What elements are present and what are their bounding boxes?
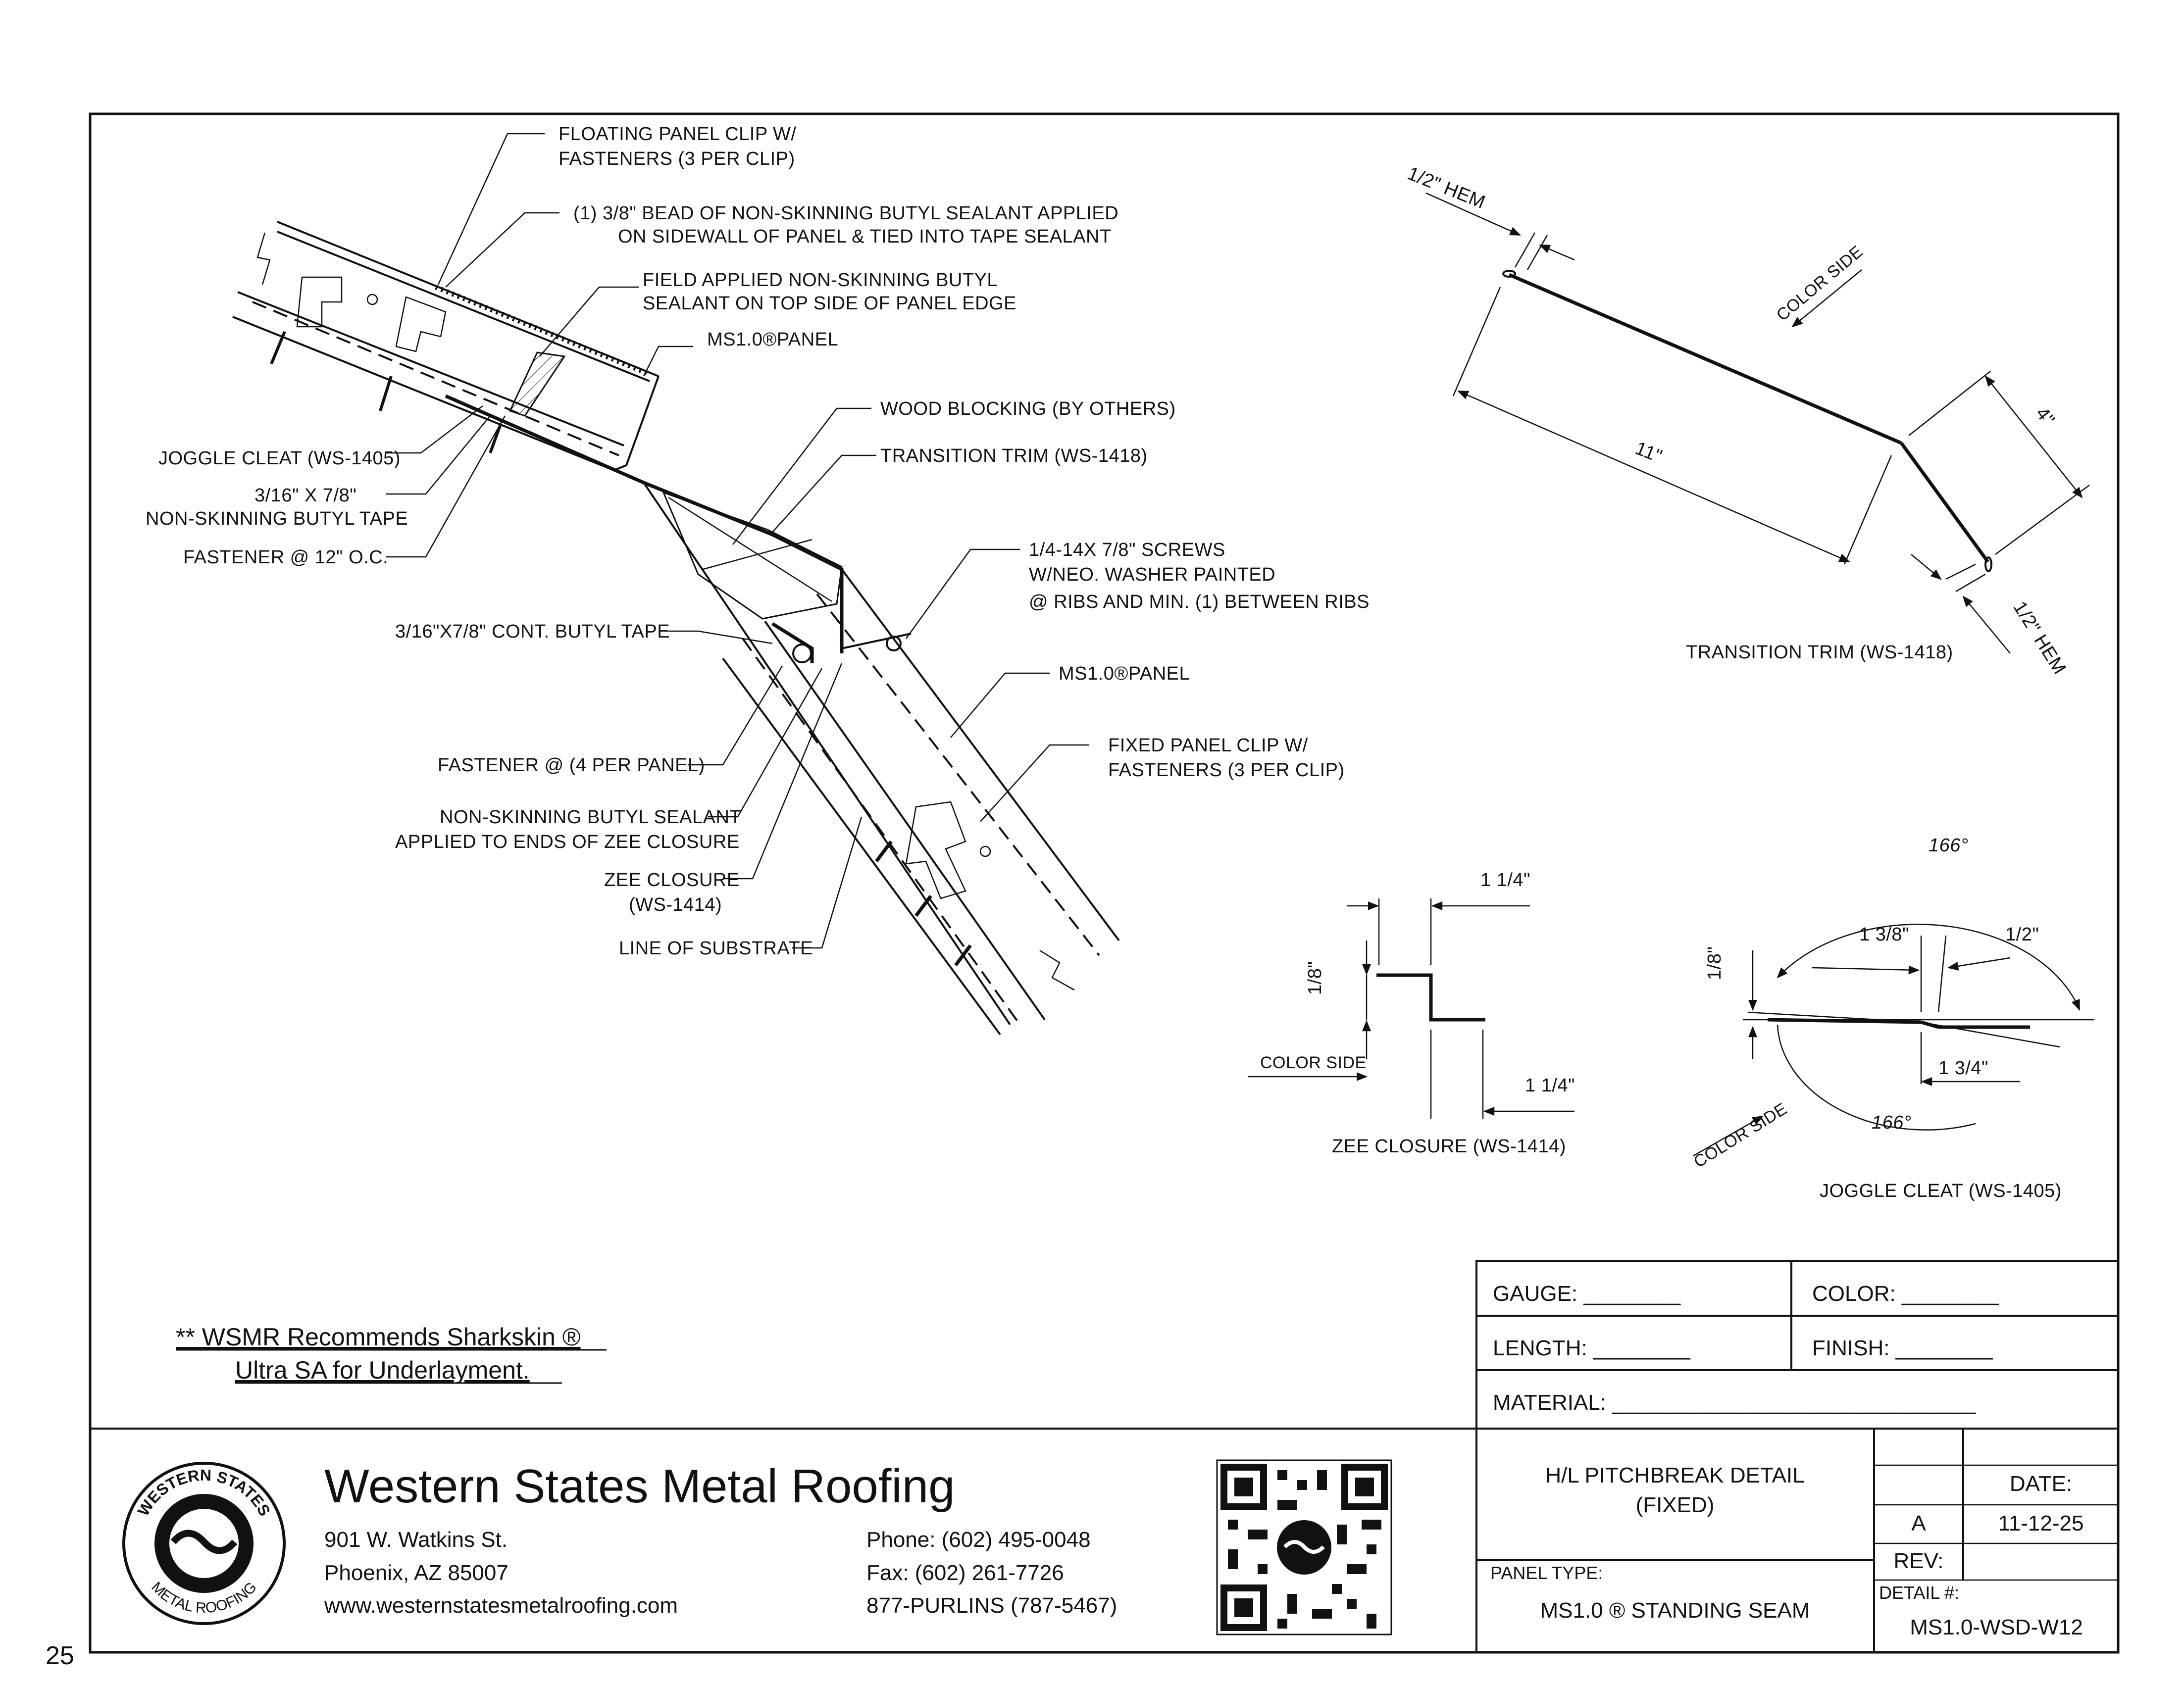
company-name: Western States Metal Roofing bbox=[324, 1460, 955, 1513]
main-section: FLOATING PANEL CLIP W/ FASTENERS (3 PER … bbox=[146, 124, 1370, 1036]
panel-type: MS1.0 ® STANDING SEAM bbox=[1540, 1598, 1810, 1623]
cleat-dim-height: 1/8" bbox=[1704, 946, 1725, 980]
cleat-angle-top: 166° bbox=[1929, 835, 1969, 856]
company-phone: Phone: (602) 495-0048 bbox=[866, 1528, 1091, 1552]
company-address-1: 901 W. Watkins St. bbox=[324, 1528, 508, 1552]
cleat-dim-c: 1 3/4" bbox=[1938, 1058, 1988, 1079]
company-logo: WESTERN STATES METAL ROOFING bbox=[122, 1462, 286, 1625]
note-line-1: ** WSMR Recommends Sharkskin ® bbox=[176, 1323, 581, 1351]
sheet-border bbox=[89, 112, 2120, 1654]
detail-number: MS1.0-WSD-W12 bbox=[1910, 1615, 2083, 1639]
callout-floating-clip-1: FLOATING PANEL CLIP W/ bbox=[559, 124, 796, 145]
callout-panel-upper: MS1.0®PANEL bbox=[707, 329, 838, 350]
underlayment-note: ** WSMR Recommends Sharkskin ® Ultra SA … bbox=[176, 1323, 607, 1384]
drawing-title-1: H/L PITCHBREAK DETAIL bbox=[1545, 1463, 1804, 1487]
title-block: WESTERN STATES METAL ROOFING Western Sta… bbox=[90, 1428, 2118, 1652]
callout-transition-trim: TRANSITION TRIM (WS-1418) bbox=[880, 446, 1148, 466]
note-line-2: Ultra SA for Underlayment. bbox=[235, 1356, 530, 1384]
trim-hem-top: 1/2" HEM bbox=[1405, 163, 1488, 213]
spec-color: COLOR: ________ bbox=[1812, 1282, 1999, 1306]
trim-detail: 1/2" HEM COLOR SIDE 11" 4" 1/2" HEM TRAN… bbox=[1405, 163, 2090, 678]
callout-substrate: LINE OF SUBSTRATE bbox=[619, 938, 813, 959]
cleat-detail: 166° 1 3/8" 1/2" 1/8" 1 3/4" 166° COLOR … bbox=[1690, 835, 2094, 1201]
callout-fastener-4: FASTENER @ (4 PER PANEL) bbox=[438, 755, 705, 776]
callout-butyl-tape-2: NON-SKINNING BUTYL TAPE bbox=[146, 508, 408, 529]
callout-panel-lower: MS1.0®PANEL bbox=[1059, 663, 1190, 684]
zee-dim-height: 1/8" bbox=[1305, 961, 1325, 995]
zee-dim-bottom: 1 1/4" bbox=[1525, 1075, 1575, 1096]
callout-fastener-12: FASTENER @ 12" O.C. bbox=[183, 547, 388, 568]
callout-butyl-tape-1: 3/16" X 7/8" bbox=[254, 485, 356, 506]
callout-fixed-clip-2: FASTENERS (3 PER CLIP) bbox=[1108, 760, 1345, 781]
callout-screws-3: @ RIBS AND MIN. (1) BETWEEN RIBS bbox=[1029, 592, 1370, 612]
callout-wood-blocking: WOOD BLOCKING (BY OTHERS) bbox=[880, 398, 1176, 419]
callout-joggle-cleat: JOGGLE CLEAT (WS-1405) bbox=[158, 448, 401, 469]
spec-length: LENGTH: ________ bbox=[1493, 1336, 1690, 1360]
zee-detail: 1 1/4" 1/8" COLOR SIDE 1 1/4" ZEE CLOSUR… bbox=[1248, 870, 1575, 1157]
spec-material: MATERIAL: ______________________________ bbox=[1493, 1390, 1976, 1415]
callout-floating-clip-2: FASTENERS (3 PER CLIP) bbox=[559, 148, 795, 169]
callout-bead-sealant-1: (1) 3/8" BEAD OF NON-SKINNING BUTYL SEAL… bbox=[573, 203, 1118, 224]
zee-dim-top: 1 1/4" bbox=[1480, 870, 1530, 891]
callout-screws-2: W/NEO. WASHER PAINTED bbox=[1029, 564, 1275, 585]
cleat-title: JOGGLE CLEAT (WS-1405) bbox=[1820, 1181, 2062, 1201]
trim-dim-short: 4" bbox=[2032, 403, 2059, 430]
cleat-dim-a: 1 3/8" bbox=[1859, 924, 1909, 945]
callout-end-sealant-2: APPLIED TO ENDS OF ZEE CLOSURE bbox=[395, 832, 740, 852]
trim-hem-bottom: 1/2" HEM bbox=[2009, 598, 2070, 678]
callout-cont-butyl: 3/16"X7/8" CONT. BUTYL TAPE bbox=[395, 621, 670, 642]
zee-title: ZEE CLOSURE (WS-1414) bbox=[1332, 1136, 1566, 1157]
cleat-dim-b: 1/2" bbox=[2005, 924, 2039, 945]
drawing-title-2: (FIXED) bbox=[1636, 1493, 1715, 1517]
page-number: 25 bbox=[46, 1641, 74, 1670]
rev-label: REV: bbox=[1893, 1549, 1943, 1573]
callout-bead-sealant-2: ON SIDEWALL OF PANEL & TIED INTO TAPE SE… bbox=[618, 226, 1112, 247]
callout-field-sealant-2: SEALANT ON TOP SIDE OF PANEL EDGE bbox=[643, 293, 1016, 314]
zee-color-side: COLOR SIDE bbox=[1260, 1053, 1367, 1072]
cleat-color-side: COLOR SIDE bbox=[1690, 1099, 1790, 1172]
detail-label: DETAIL #: bbox=[1879, 1583, 1959, 1603]
cleat-angle-bottom: 166° bbox=[1872, 1112, 1912, 1133]
trim-dim-long: 11" bbox=[1632, 438, 1665, 467]
qr-code bbox=[1216, 1459, 1392, 1635]
company-purlins: 877-PURLINS (787-5467) bbox=[866, 1593, 1117, 1618]
callout-field-sealant-1: FIELD APPLIED NON-SKINNING BUTYL bbox=[643, 270, 998, 291]
date-value: 11-12-25 bbox=[1998, 1511, 2084, 1535]
company-address-2: Phoenix, AZ 85007 bbox=[324, 1561, 508, 1585]
callout-end-sealant-1: NON-SKINNING BUTYL SEALANT bbox=[440, 807, 741, 828]
spec-box: GAUGE: ________ COLOR: ________ LENGTH: … bbox=[1475, 1260, 2119, 1430]
rev-letter: A bbox=[1911, 1511, 1926, 1535]
company-fax: Fax: (602) 261-7726 bbox=[866, 1561, 1064, 1585]
callout-zee-closure-1: ZEE CLOSURE bbox=[604, 870, 740, 891]
trim-title: TRANSITION TRIM (WS-1418) bbox=[1686, 642, 1953, 663]
company-website: www.westernstatesmetalroofing.com bbox=[324, 1593, 678, 1618]
panel-type-label: PANEL TYPE: bbox=[1490, 1563, 1603, 1583]
callout-zee-closure-2: (WS-1414) bbox=[629, 894, 722, 915]
spec-finish: FINISH: ________ bbox=[1812, 1336, 1993, 1360]
spec-gauge: GAUGE: ________ bbox=[1493, 1282, 1681, 1306]
trim-color-side: COLOR SIDE bbox=[1773, 242, 1867, 325]
date-label: DATE: bbox=[2010, 1472, 2072, 1496]
callout-fixed-clip-1: FIXED PANEL CLIP W/ bbox=[1108, 735, 1308, 756]
callout-screws-1: 1/4-14X 7/8" SCREWS bbox=[1029, 540, 1225, 560]
